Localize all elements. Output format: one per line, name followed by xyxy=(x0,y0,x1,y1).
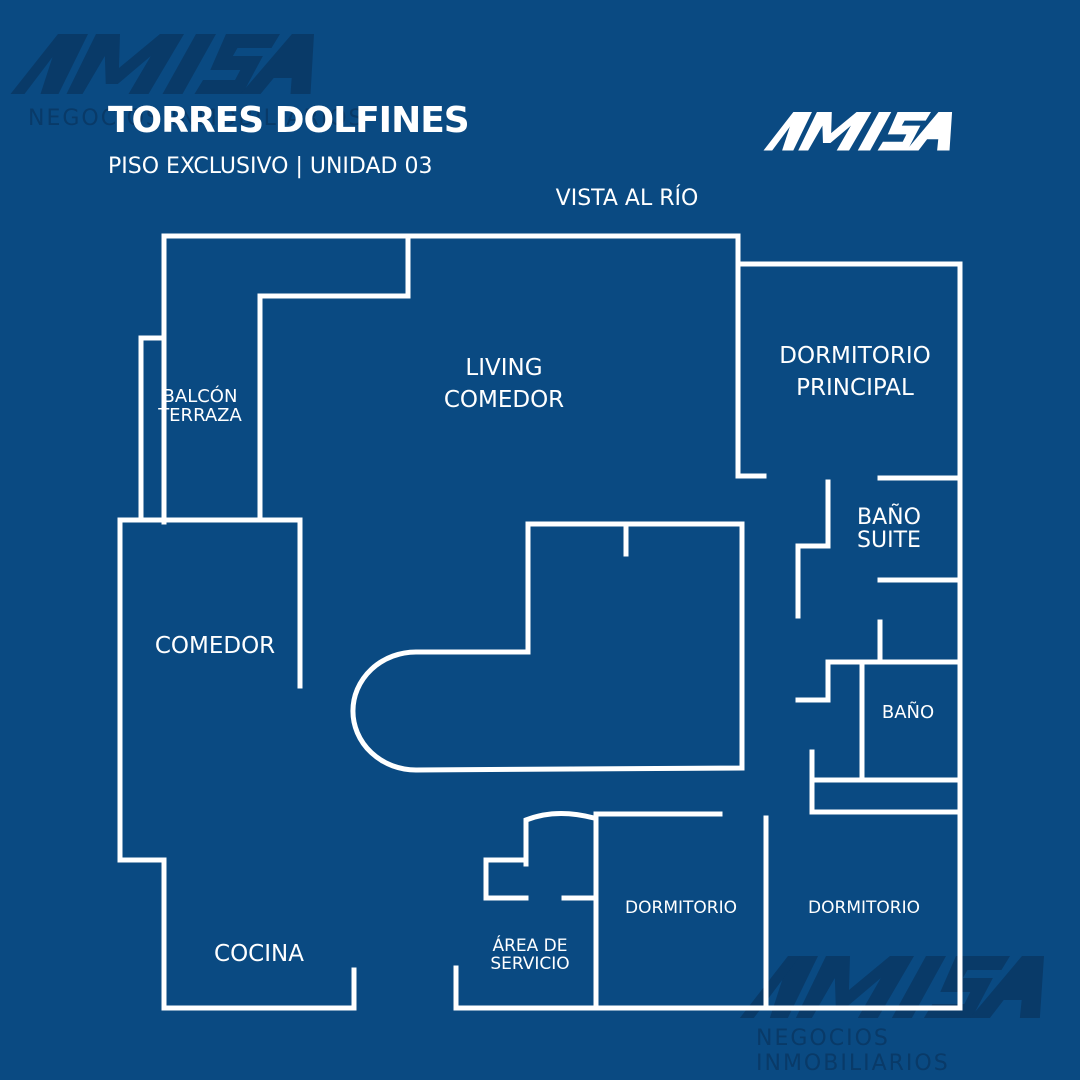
room-label-balcon: BALCÓN TERRAZA xyxy=(158,386,242,426)
wall-comedor-outer xyxy=(117,517,303,689)
room-label-cocina: COCINA xyxy=(214,941,304,967)
room-label-dormitorio-principal: DORMITORIO PRINCIPAL xyxy=(779,343,931,402)
wall-balcony-left xyxy=(138,335,167,523)
wall-outer-left xyxy=(161,233,963,1011)
wall-bath-lower xyxy=(809,749,961,815)
room-label-living: LIVING COMEDOR xyxy=(443,355,565,414)
watermark-logo-top-icon xyxy=(10,34,314,94)
watermark-tagline-bottom: NEGOCIOS INMOBILIARIOS xyxy=(756,1026,950,1076)
page-subtitle: PISO EXCLUSIVO | UNIDAD 03 xyxy=(108,154,433,179)
wall-bath-inner xyxy=(795,659,961,703)
wall-bedroom-principal xyxy=(735,261,767,479)
page-title: TORRES DOLFINES xyxy=(108,100,470,141)
room-label-dormitorio-2: DORMITORIO xyxy=(808,898,920,918)
room-label-bano-suite: BAÑO SUITE xyxy=(857,505,921,554)
wall-service-arch xyxy=(523,810,598,867)
wall-core xyxy=(350,521,745,773)
wall-balcony-inner xyxy=(257,233,411,523)
room-label-bano: BAÑO xyxy=(881,702,935,723)
room-label-comedor: COMEDOR xyxy=(154,633,276,659)
wall-west xyxy=(117,517,357,1011)
brand-logo-icon xyxy=(763,112,953,151)
wall-service xyxy=(483,857,529,901)
watermark-logo-bottom-icon xyxy=(739,956,1044,1018)
wall-bedroom-1 xyxy=(593,811,723,1009)
room-label-dormitorio-1: DORMITORIO xyxy=(625,898,737,918)
watermark-tagline-top: NEGOCIOS INMOBILIARIOS xyxy=(28,106,365,131)
room-label-area-servicio: ÁREA DE SERVICIO xyxy=(490,936,570,974)
wall-bath-suite xyxy=(795,479,831,619)
view-label: VISTA AL RÍO xyxy=(555,186,699,211)
